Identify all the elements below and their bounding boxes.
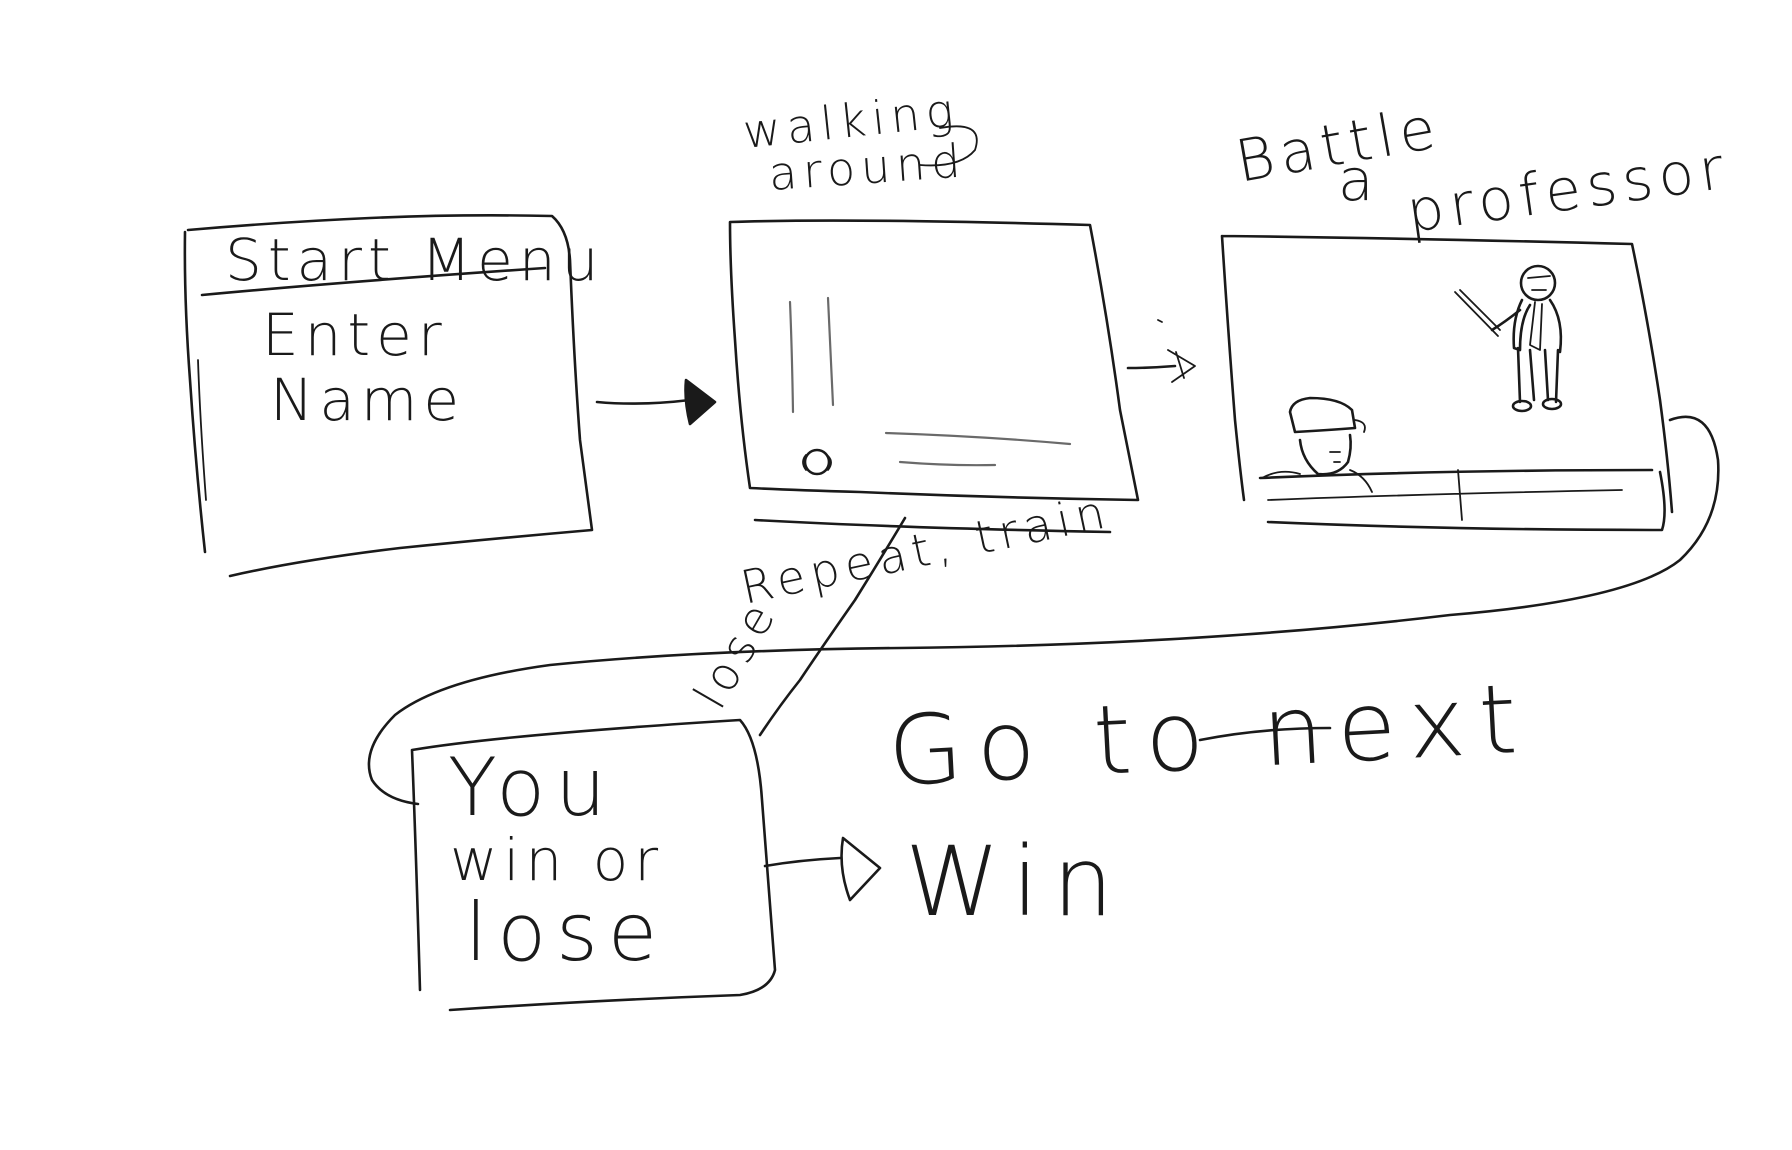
battle-screen: Battle a professor bbox=[1220, 93, 1734, 532]
start-menu-enter-label: Enter bbox=[262, 301, 448, 369]
start-menu-title: Start Menu bbox=[225, 226, 604, 294]
go-to-next-label: Go to next bbox=[885, 662, 1533, 808]
result-you-label: You bbox=[448, 741, 616, 834]
edge-repeat-train-lose bbox=[758, 516, 907, 737]
result-win-or-label: win or bbox=[450, 826, 664, 894]
arrow-result-to-win bbox=[763, 836, 882, 902]
battle-textbox-line bbox=[1258, 468, 1654, 480]
go-to-next-underline-stroke bbox=[1198, 726, 1332, 742]
loop-battle-to-result bbox=[367, 415, 1720, 806]
player-character-icon bbox=[802, 448, 832, 476]
walking-wall-right bbox=[826, 296, 835, 407]
start-menu-name-label: Name bbox=[270, 366, 465, 434]
start-menu-title-divider bbox=[200, 266, 547, 297]
player-back-sprite-icon bbox=[1261, 396, 1373, 493]
walking-ground-line-2 bbox=[898, 460, 997, 467]
start-menu-frame bbox=[183, 214, 594, 578]
battle-frame bbox=[1220, 234, 1674, 514]
win-label: Win bbox=[905, 826, 1127, 938]
walking-frame bbox=[728, 219, 1140, 502]
walking-caption-flourish bbox=[919, 125, 978, 167]
repeat-train-label: Repeat, train bbox=[736, 484, 1115, 615]
battle-caption-line3: professor bbox=[1402, 133, 1733, 246]
professor-sprite-icon bbox=[1454, 264, 1563, 413]
arrow-walking-to-battle bbox=[1126, 319, 1196, 383]
start-menu-screen: Start Menu Enter Name bbox=[183, 214, 604, 578]
walking-ground-line-1 bbox=[884, 431, 1072, 446]
result-screen: You win or lose bbox=[410, 718, 777, 1012]
battle-frame-bottom bbox=[1266, 470, 1666, 532]
walking-frame-bottom bbox=[753, 518, 1112, 534]
result-frame bbox=[410, 718, 777, 1012]
arrow-start-to-walking bbox=[595, 378, 717, 426]
walking-screen: walking around bbox=[728, 83, 1140, 534]
battle-textbox-inner bbox=[1267, 469, 1623, 521]
walking-wall-left bbox=[788, 300, 795, 414]
battle-caption-line2: a bbox=[1338, 146, 1380, 214]
start-menu-left-edge-scribble bbox=[197, 359, 207, 501]
result-lose-label: lose bbox=[465, 886, 667, 979]
